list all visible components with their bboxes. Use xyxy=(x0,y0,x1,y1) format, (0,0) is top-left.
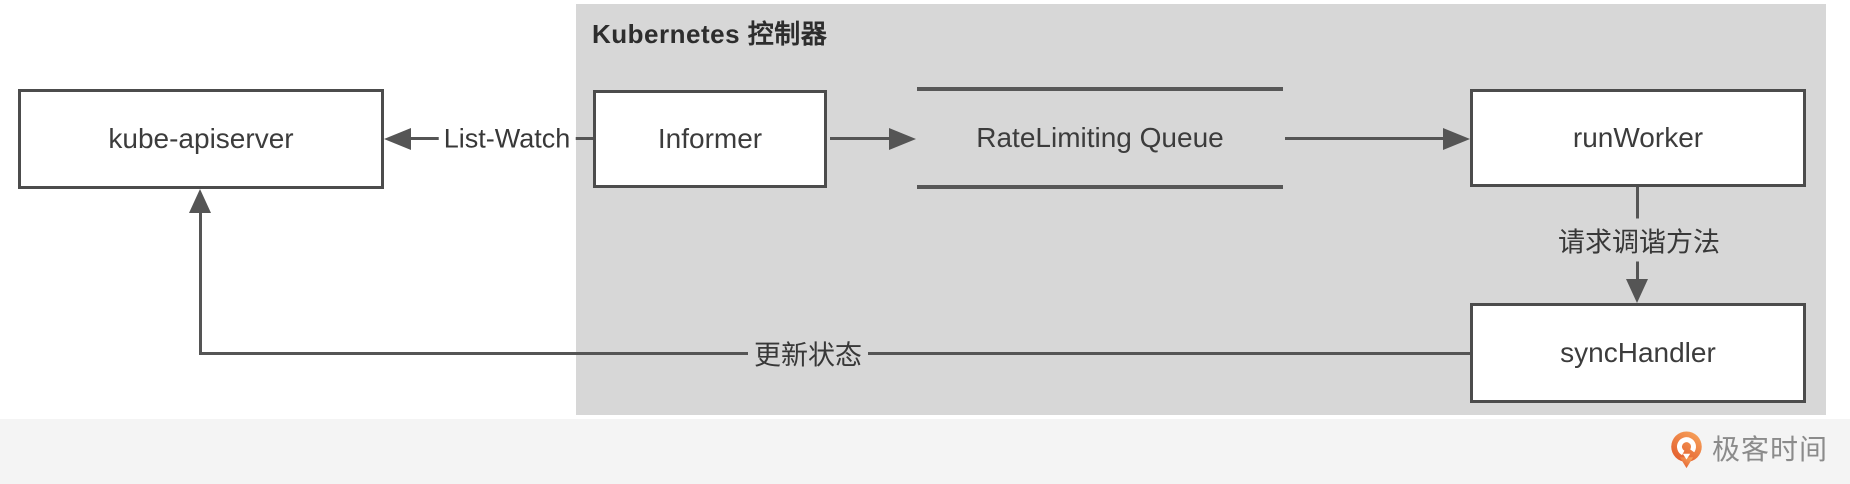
footer-strip xyxy=(0,419,1850,484)
node-kube-apiserver: kube-apiserver xyxy=(18,89,384,189)
node-runworker: runWorker xyxy=(1470,89,1806,187)
arrowhead-left-icon xyxy=(384,128,411,150)
arrowhead-up-icon xyxy=(189,189,211,213)
edge-list-watch-label: List-Watch xyxy=(438,123,576,155)
arrowhead-down-icon xyxy=(1626,279,1648,303)
edge-queue-runworker-line xyxy=(1285,137,1444,140)
node-runworker-label: runWorker xyxy=(1572,122,1704,153)
node-informer: Informer xyxy=(593,90,827,188)
node-ratelimiting-queue: RateLimiting Queue xyxy=(917,87,1283,189)
group-title: Kubernetes 控制器 xyxy=(592,19,828,49)
edge-reconcile-label: 请求调谐方法 xyxy=(1552,218,1726,262)
edge-informer-queue-line xyxy=(830,137,892,140)
queue-bottom-rail xyxy=(917,185,1283,189)
brand-lockup: 极客时间 xyxy=(1670,431,1828,469)
brand-name: 极客时间 xyxy=(1712,434,1829,465)
arrowhead-right-icon xyxy=(1443,128,1470,150)
edge-update-status-label: 更新状态 xyxy=(748,331,868,375)
edge-update-status-riser xyxy=(199,209,202,355)
queue-top-rail xyxy=(917,87,1283,91)
node-synchandler: syncHandler xyxy=(1470,303,1806,403)
node-kube-apiserver-label: kube-apiserver xyxy=(108,123,294,154)
node-informer-label: Informer xyxy=(657,123,763,154)
node-ratelimiting-queue-label: RateLimiting Queue xyxy=(976,122,1224,153)
node-synchandler-label: syncHandler xyxy=(1560,337,1716,368)
geektime-logo-icon xyxy=(1670,431,1703,469)
arrowhead-right-icon xyxy=(889,128,916,150)
